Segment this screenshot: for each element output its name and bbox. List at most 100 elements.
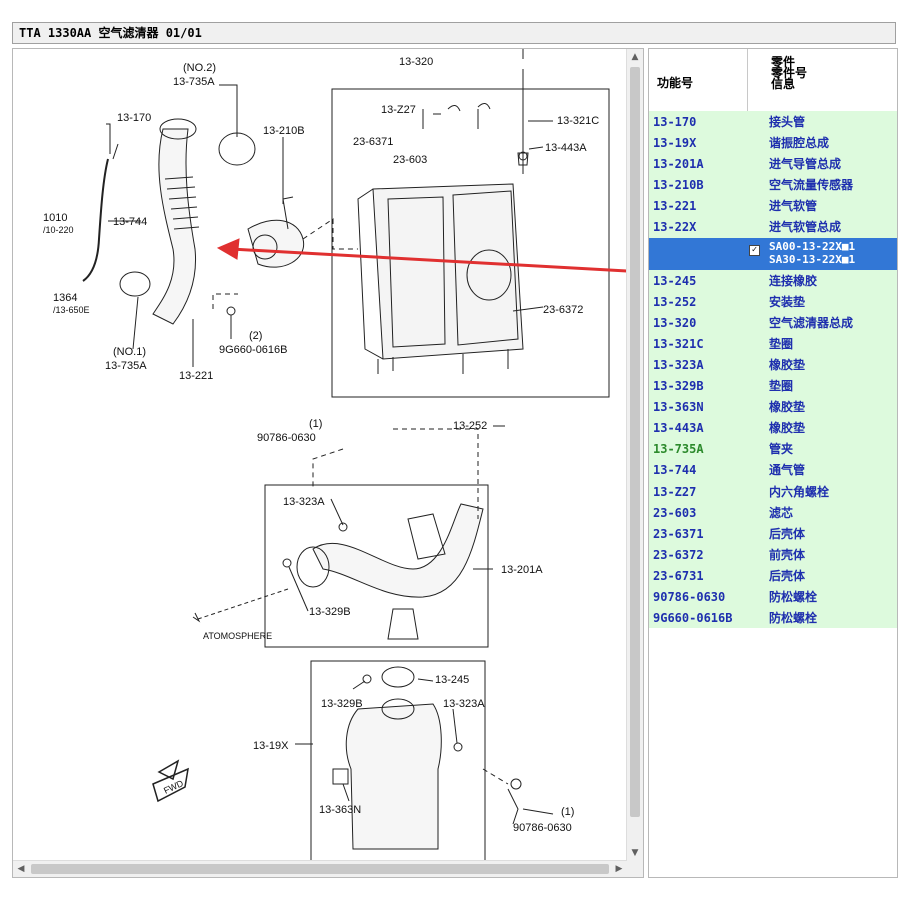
header-part-info-line1: 零件 — [771, 55, 796, 69]
part-name: 接头管 — [769, 115, 806, 129]
part-code: 13-321C — [653, 336, 704, 351]
scroll-right-arrow-icon[interactable]: ▶ — [615, 864, 623, 874]
header-part-info-line3: 信息 — [771, 77, 796, 91]
dashed-connectors — [212, 218, 509, 785]
part-code: 13-170 — [653, 115, 697, 129]
intake-hose-drawing — [82, 118, 305, 325]
part-code: 23-603 — [653, 505, 697, 520]
table-row[interactable]: 23-603 滤芯 — [649, 501, 897, 523]
part-name: 内六角螺栓 — [769, 484, 830, 499]
part-name: 进气导管总成 — [769, 157, 842, 172]
part-code: 13-252 — [653, 294, 697, 309]
part-code: 13-363N — [653, 400, 704, 415]
part-code: 13-210B — [653, 178, 704, 193]
callout-13-363n: 13-363N — [319, 804, 361, 816]
part-name: 谐振腔总成 — [769, 136, 830, 151]
diagram-horizontal-scrollbar[interactable]: ◀ ▶ — [13, 860, 627, 877]
air-cleaner-frame — [331, 88, 610, 398]
table-row[interactable]: 90786-0630 防松螺栓 — [649, 585, 897, 608]
callout-9g660: 9G660-0616B — [219, 344, 288, 356]
part-code: 13-323A — [653, 357, 704, 372]
checked-checkbox-icon[interactable]: ✓ — [749, 244, 760, 256]
parts-table-header: 功能号 零件 零件号 信息 — [649, 49, 897, 112]
callout-13-443a: 13-443A — [545, 142, 587, 154]
part-code: 13-221 — [653, 199, 697, 214]
table-row[interactable]: 13-Z27 内六角螺栓 — [649, 480, 897, 502]
horizontal-scroll-thumb[interactable] — [31, 864, 609, 874]
table-row[interactable]: 13-221 进气软管 — [649, 195, 897, 217]
callout-13-650e: /13-650E — [53, 305, 90, 315]
part-code: 13-245 — [653, 273, 697, 288]
table-row[interactable]: 23-6371 后壳体 — [649, 522, 897, 544]
part-code: 13-Z27 — [653, 484, 697, 499]
diagram-vertical-scrollbar[interactable]: ▲ ▼ — [626, 49, 643, 861]
callout-13-735a-top: 13-735A — [173, 76, 215, 88]
scroll-up-arrow-icon[interactable]: ▲ — [631, 52, 639, 62]
callout-23-603: 23-603 — [393, 154, 427, 166]
table-row[interactable]: 13-170 接头管 — [649, 111, 897, 133]
part-code: 23-6372 — [653, 547, 704, 562]
vertical-scroll-thumb[interactable] — [630, 67, 640, 817]
scroll-down-arrow-icon[interactable]: ▼ — [631, 848, 639, 858]
table-row[interactable]: 23-6731 后壳体 — [649, 564, 897, 586]
header-func-no[interactable]: 功能号 — [657, 76, 694, 90]
callout-9g660-qty: (2) — [249, 330, 262, 342]
scroll-left-arrow-icon[interactable]: ◀ — [17, 864, 25, 874]
callout-23-6371: 23-6371 — [353, 136, 393, 148]
callout-labels: (NO.2) 13-735A 13-170 13-210B 1010 /10-2… — [43, 56, 599, 834]
callout-13-329b-mid: 13-329B — [309, 606, 351, 618]
callout-90786-top: 90786-0630 — [257, 432, 316, 444]
callout-13-19x: 13-19X — [253, 740, 289, 752]
resonator-frame — [310, 660, 486, 861]
callout-13-744: 13-744 — [113, 216, 147, 228]
part-code: 13-744 — [653, 463, 697, 478]
callout-13-z27: 13-Z27 — [381, 104, 416, 116]
part-code: 90786-0630 — [653, 589, 726, 604]
scroll-corner — [627, 861, 643, 877]
exploded-diagram-pane[interactable]: (NO.2) 13-735A 13-170 13-210B 1010 /10-2… — [12, 48, 644, 878]
part-name: 进气软管总成 — [769, 220, 842, 235]
intake-duct-drawing — [192, 503, 484, 640]
part-name: 进气软管 — [769, 199, 818, 214]
callout-13-735a-bottom: 13-735A — [105, 360, 147, 372]
part-number-line1: SA00-13-22X■1 — [769, 239, 856, 253]
part-name: 后壳体 — [769, 526, 806, 541]
callout-13-245: 13-245 — [435, 674, 469, 686]
part-name: 滤芯 — [769, 505, 794, 520]
table-row[interactable]: 13-210B 空气流量传感器 — [649, 174, 897, 196]
selection-arrow-icon — [216, 238, 627, 273]
header-part-info[interactable]: 零件 零件号 信息 — [771, 55, 807, 91]
air-cleaner-drawing — [357, 49, 529, 374]
header-column-divider[interactable] — [747, 49, 748, 111]
leader-lines — [106, 84, 554, 815]
table-row-selected[interactable]: ✓ SA00-13-22X■1 SA30-13-22X■1 — [649, 237, 897, 270]
part-name: 后壳体 — [769, 568, 806, 583]
part-name: 防松螺栓 — [769, 589, 818, 604]
part-code: 23-6371 — [653, 526, 704, 541]
resonator-drawing — [332, 666, 522, 850]
callout-13-221: 13-221 — [179, 370, 213, 382]
callout-13-329b-bottom: 13-329B — [321, 698, 363, 710]
part-code: 23-6731 — [653, 568, 704, 583]
callout-13-323a-mid: 13-323A — [283, 496, 325, 508]
callout-13-252: 13-252 — [453, 420, 487, 432]
part-name: 空气流量传感器 — [769, 178, 854, 193]
callout-23-6372: 23-6372 — [543, 304, 583, 316]
